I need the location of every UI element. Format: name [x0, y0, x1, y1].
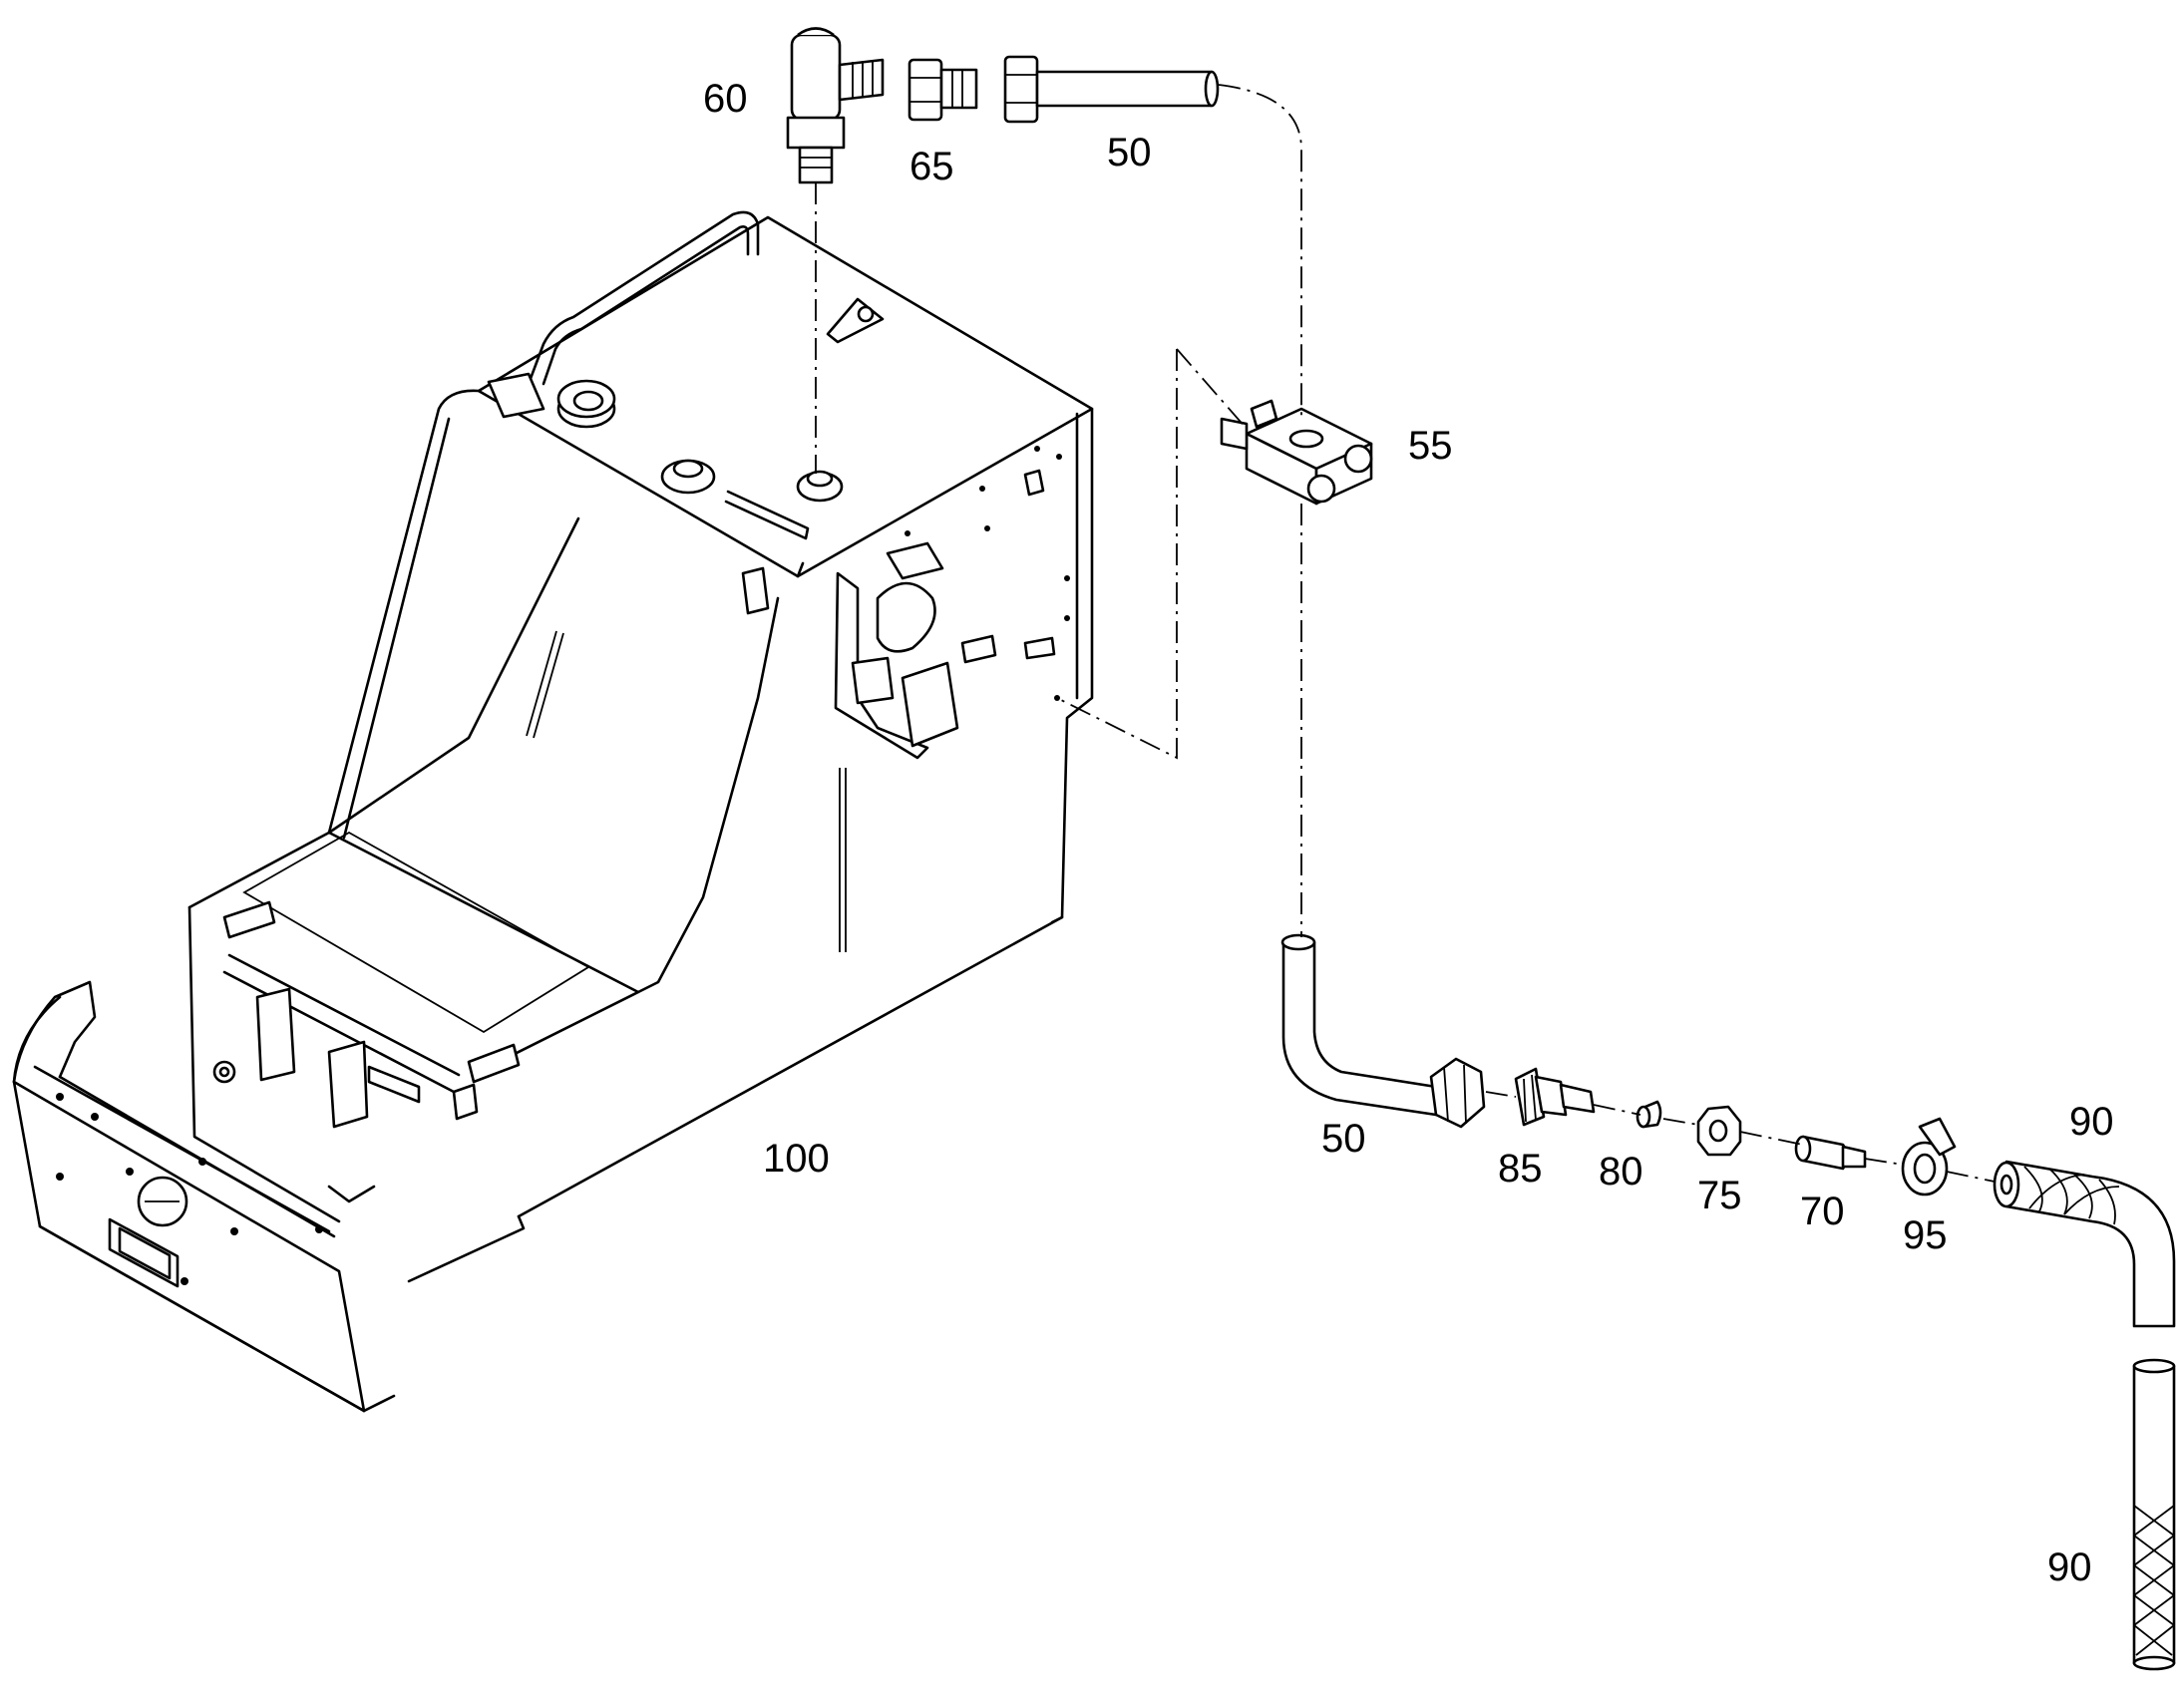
fitting-part-85	[1514, 1067, 1596, 1127]
callout-95[interactable]: 95	[1903, 1213, 1948, 1257]
nut-part-75	[1696, 1105, 1742, 1157]
callout-50-bottom[interactable]: 50	[1321, 1117, 1366, 1161]
distribution-block-part-55	[1220, 399, 1373, 506]
nipple-part-70	[1794, 1135, 1867, 1171]
callout-90-bottom[interactable]: 90	[2047, 1545, 2092, 1589]
callout-100[interactable]: 100	[763, 1137, 830, 1181]
callout-85[interactable]: 85	[1498, 1147, 1543, 1191]
assembly-centerlines	[815, 84, 1996, 1183]
clamp-part-95	[1901, 1117, 1957, 1196]
adapter-part-65	[908, 58, 978, 122]
pipe-part-50-bottom	[1280, 933, 1486, 1129]
valve-part-60	[786, 27, 885, 184]
callout-labels: 60 65 50 55 100 50 85 80 75 70 95 90 90	[703, 77, 2114, 1589]
hose-part-90	[1993, 1160, 2176, 1671]
callout-50-top[interactable]: 50	[1107, 131, 1152, 174]
ferrule-part-80	[1635, 1100, 1662, 1129]
callout-80[interactable]: 80	[1599, 1150, 1643, 1194]
housing-frame-part-100	[12, 210, 1094, 1413]
callout-90-top[interactable]: 90	[2069, 1100, 2114, 1144]
callout-55[interactable]: 55	[1408, 424, 1453, 468]
callout-75[interactable]: 75	[1697, 1174, 1742, 1217]
pipe-part-50-top	[1003, 55, 1220, 124]
callout-65[interactable]: 65	[909, 145, 954, 188]
callout-60[interactable]: 60	[703, 77, 748, 121]
callout-70[interactable]: 70	[1800, 1190, 1845, 1233]
